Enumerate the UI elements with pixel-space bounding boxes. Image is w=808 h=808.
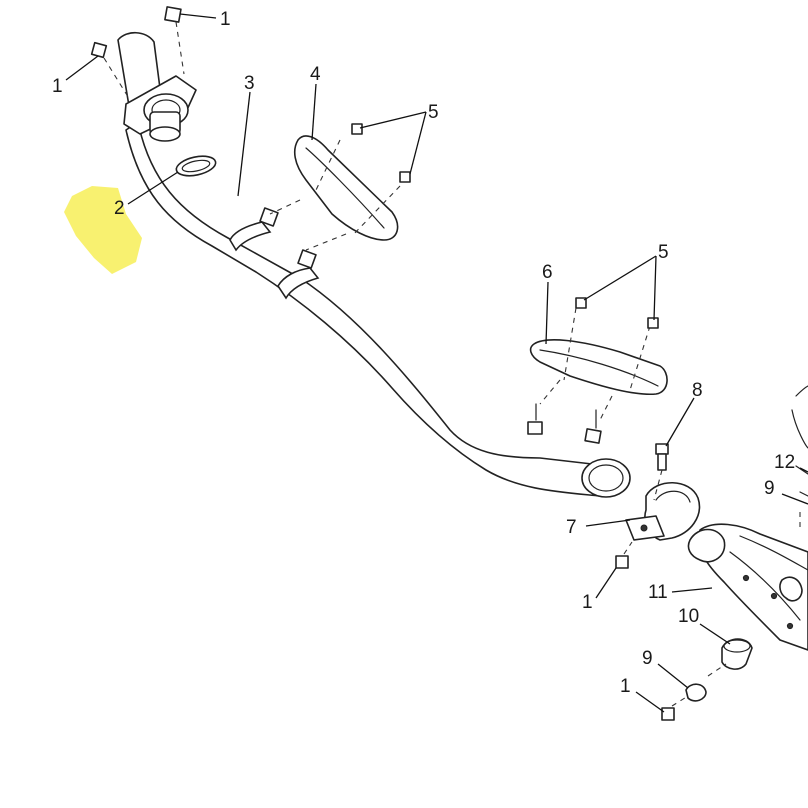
gasket <box>175 155 217 177</box>
callout-7: 7 <box>566 517 577 538</box>
mount-washer <box>685 683 707 702</box>
callout-12: 12 <box>774 452 795 473</box>
callout-1-bottom: 1 <box>620 676 631 697</box>
clamp-nut <box>615 541 633 569</box>
heat-shield-upper <box>269 123 411 251</box>
callout-5-lower: 5 <box>658 242 669 263</box>
flange-nut-right <box>164 6 185 75</box>
callout-3: 3 <box>244 73 255 94</box>
mount-nut <box>661 707 675 721</box>
flange-nut-left <box>90 41 131 101</box>
callout-1-top-right: 1 <box>220 9 231 30</box>
heat-shield-lower <box>529 297 668 421</box>
callout-9-upper: 9 <box>764 478 775 499</box>
callout-1-clamp: 1 <box>582 592 593 613</box>
exhaust-clamp <box>625 482 701 541</box>
callout-9-lower: 9 <box>642 648 653 669</box>
callout-2: 2 <box>114 198 125 219</box>
yellow-highlight-mark <box>64 186 142 274</box>
leader-lines <box>65 13 808 713</box>
callout-6: 6 <box>542 262 553 283</box>
callout-4: 4 <box>310 64 321 85</box>
muffler <box>687 385 808 651</box>
callout-10: 10 <box>678 606 699 627</box>
callout-8: 8 <box>692 380 703 401</box>
clamp-bolt <box>653 443 669 501</box>
header-flange <box>117 31 197 142</box>
callout-5-upper: 5 <box>428 102 439 123</box>
callout-1-top-left: 1 <box>52 76 63 97</box>
callout-11: 11 <box>648 582 668 603</box>
header-pipe <box>125 121 631 498</box>
callout-labels: 1 1 2 3 4 5 5 6 8 12 9 7 1 11 10 9 1 <box>52 9 795 697</box>
mount-grommet <box>721 638 753 670</box>
